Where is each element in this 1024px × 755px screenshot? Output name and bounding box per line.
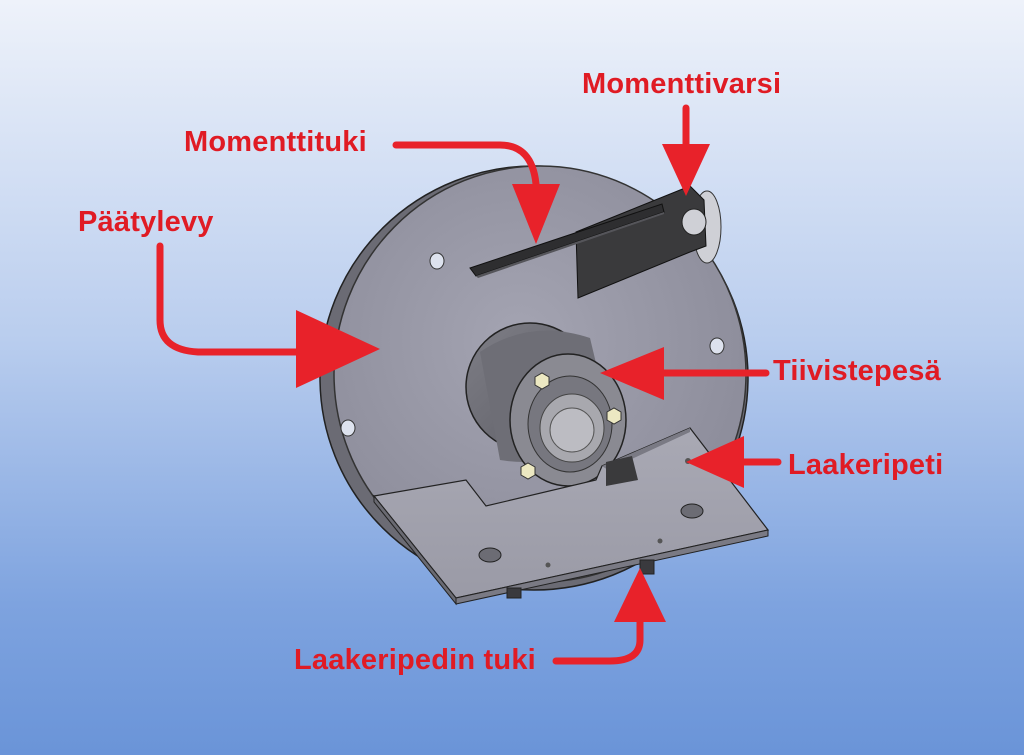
arrows xyxy=(156,104,782,665)
bolt-hole xyxy=(340,419,356,437)
arrow-momenttituki xyxy=(392,141,540,188)
arrowhead-paatylevy xyxy=(296,310,380,388)
seal-housing xyxy=(465,322,627,487)
mount-hole xyxy=(478,547,502,563)
arrowhead-laakeripedin-tuki xyxy=(614,568,666,622)
label-laakeripedin-tuki: Laakeripedin tuki xyxy=(294,644,536,676)
bearing-bed-support xyxy=(506,559,655,599)
arrowhead-momenttituki xyxy=(512,184,560,244)
arrow-paatylevy xyxy=(156,242,304,356)
bolt-hole xyxy=(429,252,445,270)
arrowhead-laakeripeti xyxy=(686,436,744,488)
torque-support xyxy=(469,203,665,278)
label-tiivistepesa: Tiivistepesä xyxy=(773,355,941,387)
bolt xyxy=(520,372,622,480)
bearing-bed xyxy=(372,427,770,606)
arrowhead-momenttivarsi xyxy=(662,144,710,196)
arrowheads xyxy=(296,144,744,622)
label-laakeripeti: Laakeripeti xyxy=(788,449,944,481)
label-momenttituki: Momenttituki xyxy=(184,126,367,158)
mount-hole xyxy=(680,503,704,519)
arrow-laakeripedin-tuki xyxy=(552,616,644,665)
label-paatylevy: Päätylevy xyxy=(78,206,214,238)
label-momenttivarsi: Momenttivarsi xyxy=(582,68,782,100)
torque-arm xyxy=(575,185,722,299)
arrowhead-tiivistepesa xyxy=(600,347,664,400)
bolt-hole xyxy=(709,337,725,355)
